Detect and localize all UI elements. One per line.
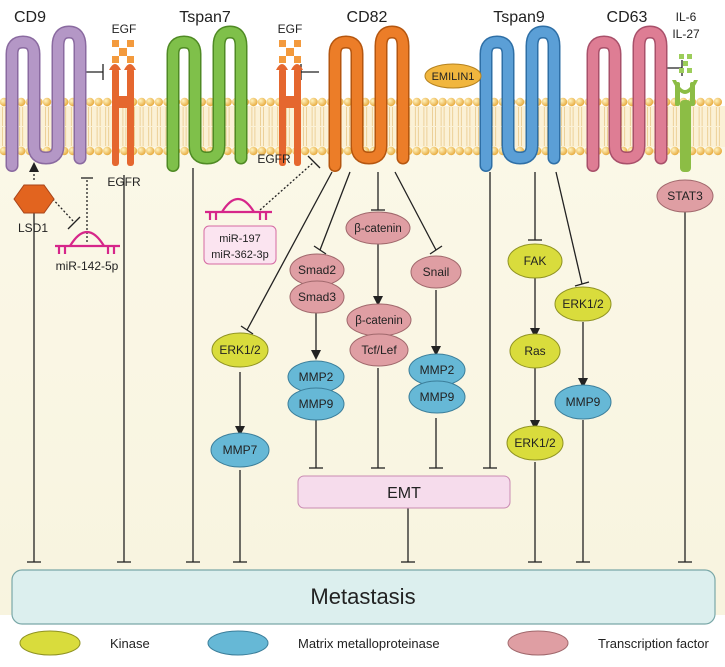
erk-label-cd82: ERK1/2: [219, 343, 261, 357]
cd63-protein-fill: [588, 27, 666, 171]
mmp9-label-snail: MMP9: [420, 390, 455, 404]
mir362-label: miR-362-3p: [211, 249, 268, 261]
emt-box: [297, 475, 511, 509]
egfr-center: [276, 64, 303, 166]
metastasis-box: [11, 569, 716, 625]
metastasis-label: Metastasis: [310, 584, 415, 609]
beta-catenin-node: [345, 211, 411, 245]
lsd1-inhibits-mir-line: [49, 195, 75, 223]
cd82-label: CD82: [347, 9, 388, 26]
egf-ligand-center: [279, 40, 301, 63]
lsd1-label: LSD1: [18, 221, 48, 235]
tspan7-label: Tspan7: [179, 9, 231, 26]
smad3-label: Smad3: [298, 290, 336, 304]
lsd1-hexagon-icon: [13, 184, 55, 214]
egf-label-center: EGF: [278, 22, 303, 36]
tspan7-protein-fill: [168, 27, 246, 171]
erk-node-cd82: [211, 332, 269, 368]
smad3-node: [289, 280, 345, 314]
mir197-hairpin-icon: [205, 197, 272, 220]
mmp9-label-smad: MMP9: [299, 397, 334, 411]
cd63-label: CD63: [607, 9, 648, 26]
legend-kinase-label: Kinase: [110, 636, 150, 651]
tspan9-protein-fill: [481, 27, 559, 171]
il27-label: IL-27: [672, 27, 700, 41]
erk-label-tspan9-mid: ERK1/2: [562, 297, 604, 311]
snail-node: [410, 255, 462, 289]
arrowheads: [29, 162, 588, 436]
egfr-left: [109, 64, 136, 166]
il6-receptor: [672, 80, 698, 172]
stat3-label: STAT3: [667, 189, 703, 203]
mmp9-node-smad: [287, 387, 345, 421]
egf-ligand-left: [112, 40, 134, 63]
mmp2-label-snail: MMP2: [420, 363, 455, 377]
fak-label: FAK: [524, 254, 547, 268]
tcf-lef-node: [349, 333, 409, 367]
beta-catenin-label: β-catenin: [354, 223, 402, 235]
legend-kinase-swatch: [19, 630, 81, 656]
egf-label-left: EGF: [112, 22, 137, 36]
mmp9-label-erk: MMP9: [566, 395, 601, 409]
mir197-box: [203, 225, 277, 265]
emilin1-label: EMILIN1: [432, 71, 475, 83]
il6-label: IL-6: [676, 10, 697, 24]
ras-label: Ras: [524, 344, 545, 358]
tspan9-label: Tspan9: [493, 9, 545, 26]
legend-mmp-swatch: [207, 630, 269, 656]
egfr-label-center: EGFR: [257, 152, 291, 166]
cytoplasm: [0, 125, 725, 615]
egfr-label-left: EGFR: [107, 175, 141, 189]
mir142-label: miR-142-5p: [56, 259, 119, 273]
smad2-label: Smad2: [298, 263, 336, 277]
mir142-hairpin-icon: [55, 230, 120, 254]
fak-node: [507, 243, 563, 279]
legend-mmp-label: Matrix metalloproteinase: [298, 636, 440, 651]
erk-node-tspan9-low: [506, 425, 564, 461]
snail-label: Snail: [423, 265, 450, 279]
pathway-lines: [27, 60, 692, 563]
mir197-label: miR-197: [219, 233, 261, 245]
mmp7-node: [210, 432, 270, 468]
cd82-protein-fill: [330, 27, 408, 171]
cd9-label: CD9: [14, 9, 46, 26]
emilin1-protein: [424, 63, 482, 89]
stat3-node: [656, 179, 714, 213]
cd9-protein-fill: [6, 27, 85, 171]
mmp9-node-snail: [408, 380, 466, 414]
emt-label: EMT: [387, 485, 421, 502]
mmp9-node-erk: [554, 384, 612, 420]
erk-node-tspan9-mid: [554, 286, 612, 322]
tcf-lef-label: Tcf/Lef: [361, 343, 397, 357]
mmp7-label: MMP7: [223, 443, 258, 457]
ras-node: [509, 333, 561, 369]
erk-label-tspan9-low: ERK1/2: [514, 436, 556, 450]
tetraspanin-proteins: [5, 25, 668, 172]
legend-tf-label: Transcription factor: [598, 636, 709, 651]
legend-tf-swatch: [507, 630, 569, 656]
beta-catenin-complex-label: β-catenin: [355, 315, 403, 327]
mmp2-label-smad: MMP2: [299, 370, 334, 384]
il6-ligand: [679, 54, 692, 73]
